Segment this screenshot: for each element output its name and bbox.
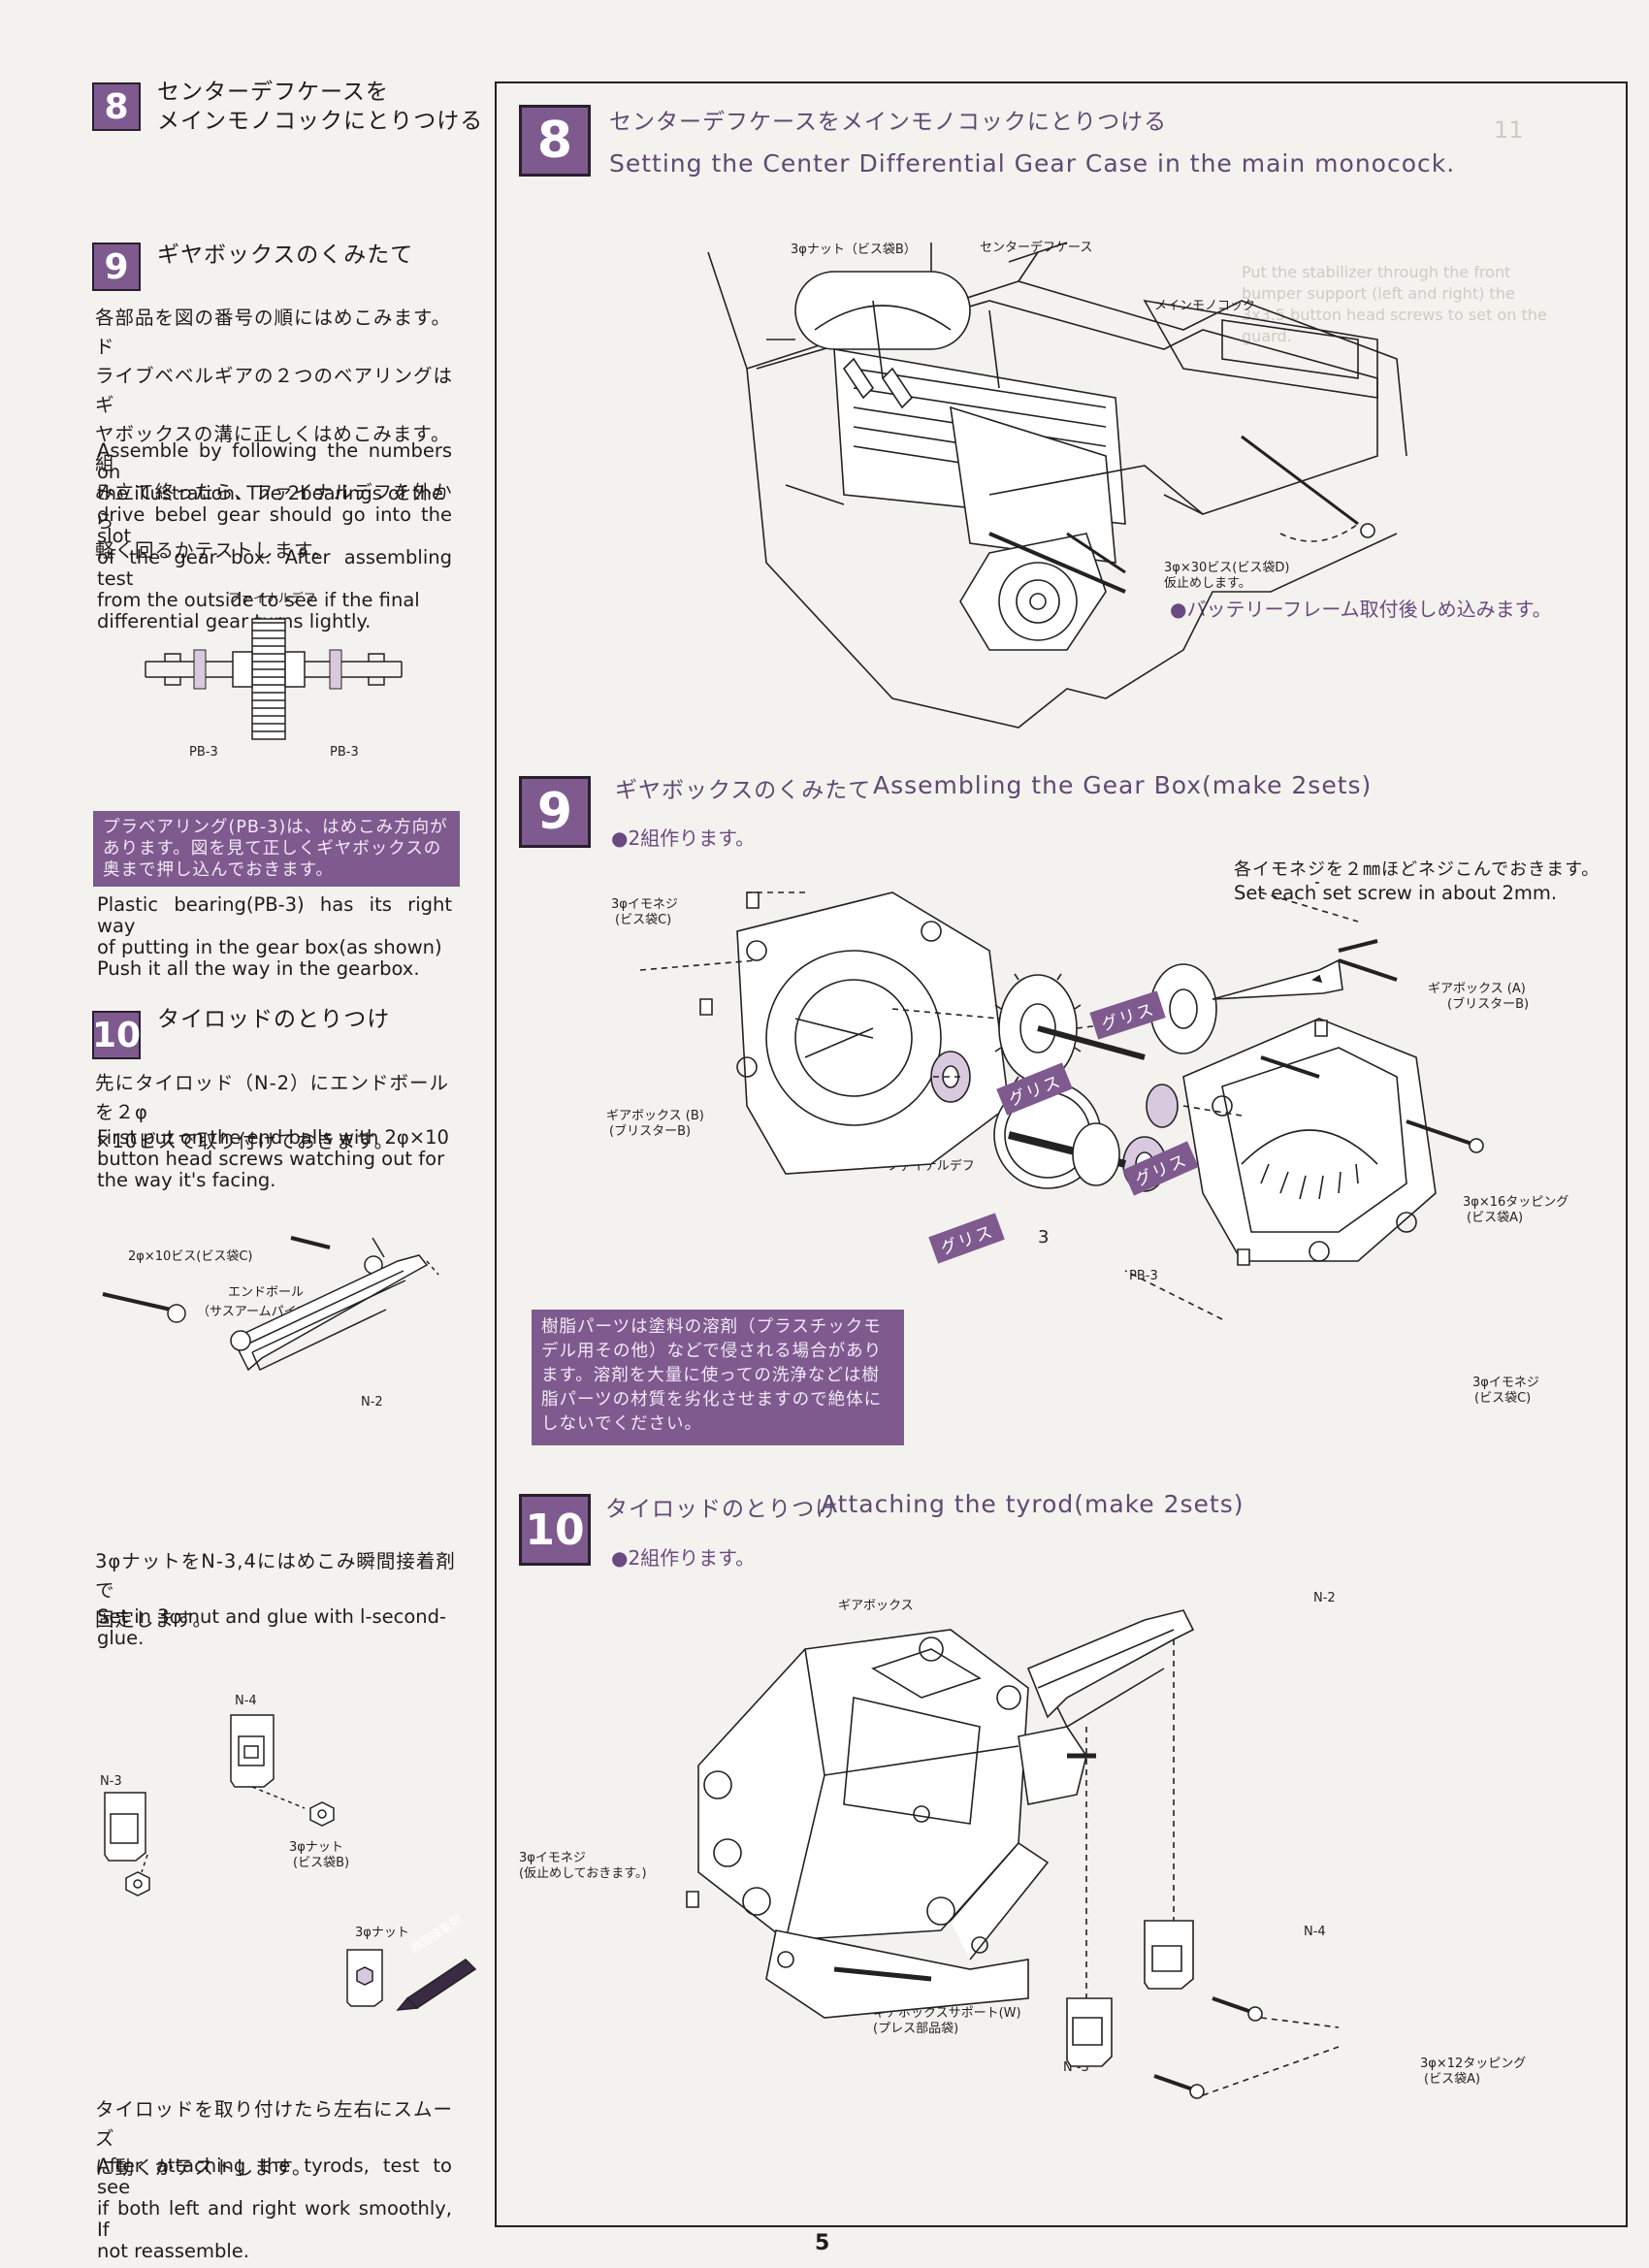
main-step-10-title-jp: タイロッドのとりつけ xyxy=(605,1497,839,1522)
nut-b-label: 3φナット（ビス袋B） xyxy=(791,243,917,257)
nut2-label: 3φナット xyxy=(355,1926,409,1940)
main-step-10-title-en: Attaching the tyrod(make 2sets) xyxy=(821,1490,1245,1518)
glue-drawing xyxy=(340,1940,495,2027)
set-screw-main-label: 3φイモネジ xyxy=(519,1851,586,1865)
final-diff-drawing xyxy=(136,611,417,747)
nut-label: 3φナット xyxy=(289,1840,343,1855)
main-step-9-title-jp: ギヤボックスのくみたて xyxy=(615,778,872,803)
n3-n4-nut-drawing xyxy=(97,1707,349,1892)
main-step-8-badge: 8 xyxy=(519,105,591,177)
pb3-right-label: PB-3 xyxy=(330,745,359,760)
setscrew-en-note: Set each set screw in about 2mm. xyxy=(1234,882,1558,904)
set-screw-2-label: 3φイモネジ xyxy=(1472,1376,1539,1390)
n3-label: N-3 xyxy=(100,1774,122,1789)
endball-screw-label: 2φ×10ビス(ビス袋C) xyxy=(128,1249,253,1264)
gearbox-support-bag-label: (プレス部品袋) xyxy=(873,2022,959,2036)
tyrod-test-jp-text: タイロッドを取り付けたら左右にスムーズに動くかテストします。 xyxy=(95,2098,454,2179)
tyrod-endball-drawing xyxy=(97,1232,466,1426)
nut-glue-jp-text: 3φナットをN-3,4にはめこみ瞬間接着剤で固定します。 xyxy=(95,1550,456,1631)
tapping-16-bag-label: (ビス袋A) xyxy=(1467,1211,1524,1225)
left-step-9-title: ギヤボックスのくみたて xyxy=(157,243,414,268)
gearbox-assembly-drawing xyxy=(640,873,1513,1377)
main-instructions-frame xyxy=(495,81,1628,2227)
endball-label: エンドボール xyxy=(228,1285,305,1300)
left-step-10-title: タイロッドのとりつけ xyxy=(157,1007,391,1032)
gearbox-main-label: ギアボックス xyxy=(838,1599,914,1613)
ghost-text: Put the stabilizer through the front bum… xyxy=(1242,263,1547,345)
left-step-8-title: センターデフケースを メインモノコックにとりつける xyxy=(157,80,484,134)
screw-30-label: 3φ×30ビス(ビス袋D) xyxy=(1164,561,1290,575)
pb3-caution-callout: プラベアリング(PB-3)は、はめこみ方向があります。図を見て正しくギヤボックス… xyxy=(93,811,460,887)
left-step-10-badge: 10 xyxy=(92,1011,141,1059)
left-step-9-badge: 9 xyxy=(92,243,141,291)
pb3-main-label: PB-3 xyxy=(1129,1269,1158,1283)
resin-solvent-warning: 樹脂パーツは塗料の溶剤（プラスチックモデル用その他）などで侵される場合があります… xyxy=(532,1310,904,1445)
gearbox-a-blister-label: (ブリスターB) xyxy=(1447,997,1530,1012)
main-step-8-title-jp: センターデフケースをメインモノコックにとりつける xyxy=(609,110,1168,135)
set-screw-1-label: 3φイモネジ xyxy=(611,897,678,912)
tyrod-gearbox-drawing xyxy=(660,1610,1436,2154)
tapping-12-bag-label: (ビス袋A) xyxy=(1424,2072,1481,2087)
left-step-8-badge: 8 xyxy=(92,82,141,131)
tapping-16-label: 3φ×16タッピング xyxy=(1463,1195,1569,1210)
ghost-text: 11 xyxy=(1494,116,1524,144)
main-step-8-title-en: Setting the Center Differential Gear Cas… xyxy=(609,149,1456,178)
main-step-10-badge: 10 xyxy=(519,1494,591,1566)
main-step-9-badge: 9 xyxy=(519,776,591,848)
gearbox-b-label: ギアボックス (B) xyxy=(606,1109,704,1123)
pb3-left-label: PB-3 xyxy=(189,745,218,760)
main-step-9-title-en: Assembling the Gear Box(make 2sets) xyxy=(873,771,1373,799)
tapping-12-label: 3φ×12タッピング xyxy=(1420,2057,1527,2071)
n4-label: N-4 xyxy=(235,1694,257,1708)
set-screw-2-bag-label: (ビス袋C) xyxy=(1474,1391,1532,1406)
gear-number-3: 3 xyxy=(1038,1227,1050,1247)
main-monocock-label: メインモノコック xyxy=(1154,299,1256,313)
final-diff-label: ファイナルデフ xyxy=(228,592,316,606)
tyrod-n2-main-label: N-2 xyxy=(1313,1591,1336,1605)
set-screw-1-bag-label: (ビス袋C) xyxy=(615,913,672,927)
nut-glue-en-text: Set in 3φ nut and glue with l-second-glu… xyxy=(97,1605,447,1649)
left-step-10-jp-text: 先にタイロッド（N-2）にエンドボールを２φ×10ビスで取り付けておきます。 xyxy=(95,1072,450,1152)
gearbox-b-blister-label: (ブリスターB) xyxy=(609,1124,692,1139)
left-step-9-jp-text: 各部品を図の番号の順にはめこみます。ドライブベベルギアの２つのベアリングはギヤボ… xyxy=(95,307,454,562)
setscrew-jp-note: 各イモネジを２㎜ほどネジこんでおきます。 xyxy=(1234,859,1600,880)
battery-frame-note: ●バッテリーフレーム取付後しめ込みます。 xyxy=(1170,598,1552,621)
main-step-9-sub: ●2組作ります。 xyxy=(611,826,756,850)
gearbox-a-label: ギアボックス (A) xyxy=(1428,982,1526,996)
main-step-10-sub: ●2組作ります。 xyxy=(611,1546,756,1570)
tyrod-n2-label: N-2 xyxy=(361,1395,383,1409)
center-diff-monocock-drawing xyxy=(698,243,1406,728)
temporary-fix-label: 仮止めします。 xyxy=(1164,576,1251,591)
set-screw-temp-label: (仮止めしておきます。) xyxy=(519,1866,647,1881)
nut-bag-label: (ビス袋B) xyxy=(293,1856,350,1870)
n4-main-label: N-4 xyxy=(1304,1925,1326,1939)
page-number: 5 xyxy=(815,2231,830,2255)
